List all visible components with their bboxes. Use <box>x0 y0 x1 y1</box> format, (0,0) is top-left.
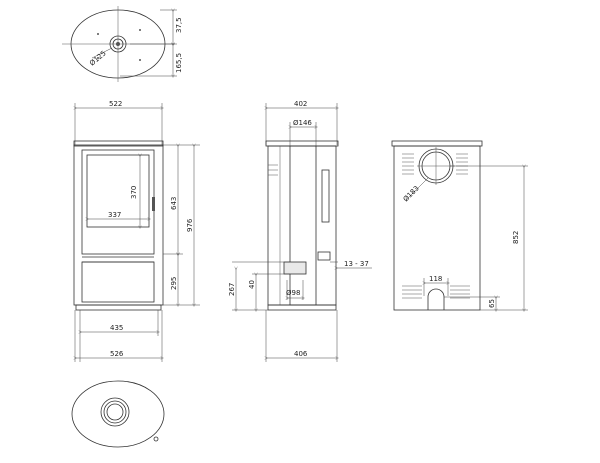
dim-side-402: 402 <box>294 100 307 108</box>
bottom-ring-outer <box>100 397 130 427</box>
dim-front-522: 522 <box>109 100 122 108</box>
dim-side-98: Ø98 <box>286 289 300 297</box>
front-view: 522 337 370 643 295 976 435 526 <box>74 100 200 362</box>
dim-side-13-37: 13 - 37 <box>344 260 369 268</box>
front-door-glass <box>81 149 155 255</box>
bottom-view <box>71 380 165 448</box>
front-base <box>75 304 162 311</box>
dim-back-852: 852 <box>512 231 520 244</box>
dim-top-125: Ø125 <box>88 49 108 67</box>
dim-front-643: 643 <box>170 197 178 210</box>
bottom-outline <box>71 380 165 448</box>
back-body <box>393 145 481 311</box>
dim-front-526: 526 <box>110 350 124 358</box>
dim-top-37-5: 37,5 <box>175 17 183 33</box>
dim-back-118: 118 <box>429 275 442 283</box>
dim-front-976: 976 <box>186 218 194 232</box>
side-flue-outlet <box>283 261 307 275</box>
back-air-inlet <box>427 288 445 310</box>
top-view: Ø125 37,5 165,5 <box>62 6 183 82</box>
dim-top-165-5: 165,5 <box>175 53 183 73</box>
dim-front-295: 295 <box>170 277 178 290</box>
dim-back-65: 65 <box>488 299 496 308</box>
dim-front-337: 337 <box>108 211 121 219</box>
dim-front-435: 435 <box>110 324 123 332</box>
dim-side-406: 406 <box>294 350 308 358</box>
dim-back-183: Ø183 <box>402 184 421 203</box>
side-base <box>267 304 337 311</box>
dim-side-146: Ø146 <box>293 119 312 127</box>
dim-side-40: 40 <box>248 280 256 289</box>
dim-front-370: 370 <box>130 186 138 199</box>
dim-side-267: 267 <box>228 283 236 296</box>
back-view: Ø183 118 852 65 <box>391 140 528 311</box>
side-view: 402 Ø146 267 40 Ø98 13 - 37 <box>228 100 372 362</box>
top-flue-ring <box>109 35 127 53</box>
